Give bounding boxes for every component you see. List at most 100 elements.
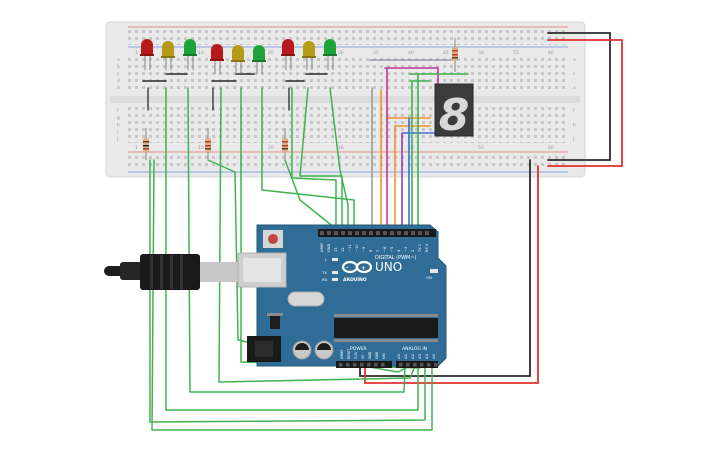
logo-plus: + [361, 266, 366, 272]
led-red[interactable] [281, 39, 295, 70]
rx-led [332, 278, 338, 281]
col-number: 60 [548, 145, 554, 151]
led-wire[interactable] [299, 87, 343, 233]
brand-small: ARDUINO [343, 277, 367, 283]
row-letter: a [117, 58, 120, 63]
red-rail-wire[interactable] [547, 39, 623, 167]
pin-label: A2 [410, 353, 415, 359]
col-number: 35 [373, 50, 379, 56]
black-jumper-vertical[interactable] [147, 87, 290, 111]
col-number: 50 [478, 145, 484, 151]
green-jumper-top[interactable] [409, 73, 469, 82]
seven-segment-display[interactable]: 8 [434, 83, 474, 141]
led-green[interactable] [252, 45, 266, 74]
led-green[interactable] [323, 39, 337, 70]
row-letter: c [573, 72, 576, 77]
pin-label: GND [368, 351, 372, 359]
top-power-rail [128, 29, 568, 45]
pin-label: TX 1 [418, 244, 422, 253]
led-yellow[interactable] [161, 41, 175, 70]
l-label: L [325, 257, 328, 262]
l-led [332, 258, 338, 261]
analog-wire[interactable] [149, 159, 426, 423]
digital-label: DIGITAL (PWM~) [375, 255, 417, 261]
analog-header [396, 361, 438, 368]
led-yellow[interactable] [302, 41, 316, 70]
pin-label: 3.3V [354, 351, 358, 359]
analog-wire[interactable] [187, 87, 406, 393]
power-label: POWER [350, 346, 367, 352]
led-yellow[interactable] [231, 45, 245, 74]
black-rail-wire[interactable] [547, 32, 611, 161]
analog-wire[interactable] [165, 87, 419, 411]
display-digit: 8 [439, 90, 470, 141]
col-number: 30 [338, 50, 344, 56]
resistor[interactable] [282, 128, 288, 160]
breadboard: 1 5 10 15 20 25 30 35 40 45 50 55 60 1 1… [105, 21, 586, 178]
row-letter: i [117, 129, 118, 135]
col-number: 20 [268, 145, 274, 151]
row-letter: j [116, 136, 118, 142]
row-letter: b [117, 64, 120, 70]
rx-label: RX [322, 277, 328, 282]
pin-label: 13 [334, 247, 338, 252]
led-red[interactable] [210, 44, 224, 74]
terminal-strip-bottom [128, 107, 568, 143]
col-number: 10 [198, 50, 204, 56]
led-green[interactable] [183, 39, 197, 70]
resistor[interactable] [143, 128, 149, 160]
resistor[interactable] [452, 38, 458, 72]
led-wire[interactable] [291, 87, 337, 233]
arduino-logo [341, 260, 373, 274]
led-wire[interactable] [261, 87, 355, 233]
pin-label: ~11 [348, 244, 352, 252]
row-letter: d [117, 78, 120, 84]
led-wire[interactable] [218, 87, 416, 383]
display-body [434, 83, 474, 137]
row-letter: a [573, 58, 576, 63]
pin-label: IOREF [340, 349, 344, 359]
pin-label: AREF [320, 243, 324, 252]
col-number: 45 [443, 50, 449, 56]
row-letters: a b c d e f g h i j a c e f h j [116, 58, 576, 142]
pin-label: 5V [361, 354, 365, 359]
col-number: 55 [513, 50, 519, 56]
analog-label: ANALOG IN [402, 346, 427, 352]
cable-end [104, 266, 124, 276]
tx-label: TX [321, 270, 327, 275]
digital-pin-labels: AREF GND 13 12 ~11 ~10 ~9 8 7 ~6 ~5 4 ~3… [320, 243, 429, 253]
black-gnd-wire[interactable] [359, 159, 531, 377]
logo-minus: – [346, 265, 349, 271]
row-letter: j [572, 136, 574, 142]
led-red[interactable] [140, 39, 154, 70]
led-wire[interactable] [329, 87, 349, 233]
led-wire[interactable] [284, 159, 341, 233]
row-letter: f [573, 108, 575, 114]
arduino-uno: AREF GND 13 12 ~11 ~10 ~9 8 7 ~6 ~5 4 ~3… [237, 224, 447, 368]
microcontroller [334, 318, 438, 338]
row-letter: h [573, 122, 576, 128]
pin-label: RX 0 [425, 243, 429, 252]
on-led [430, 269, 438, 273]
pin-label: 12 [341, 247, 345, 252]
leds [140, 39, 337, 74]
brand-name: UNO [375, 260, 402, 274]
usb-connector-metal [200, 262, 240, 282]
magenta-jumper[interactable] [384, 67, 439, 87]
pin-label: 4 [397, 249, 401, 252]
pin-label: ~9 [362, 246, 366, 252]
center-channel [110, 96, 580, 103]
analog-wire[interactable] [151, 159, 433, 431]
black-jumper-group[interactable] [142, 73, 328, 82]
resistor[interactable] [205, 128, 211, 160]
pin-label: A0 [396, 353, 401, 359]
red-5v-wire[interactable] [364, 165, 539, 384]
pin-label: ~10 [355, 244, 359, 252]
pin-label: GND [375, 351, 379, 359]
usb-cable [104, 254, 240, 290]
col-number: 60 [548, 50, 554, 56]
col-number: 10 [198, 145, 204, 151]
col-number: 40 [408, 145, 414, 151]
row-letter: h [117, 122, 120, 128]
